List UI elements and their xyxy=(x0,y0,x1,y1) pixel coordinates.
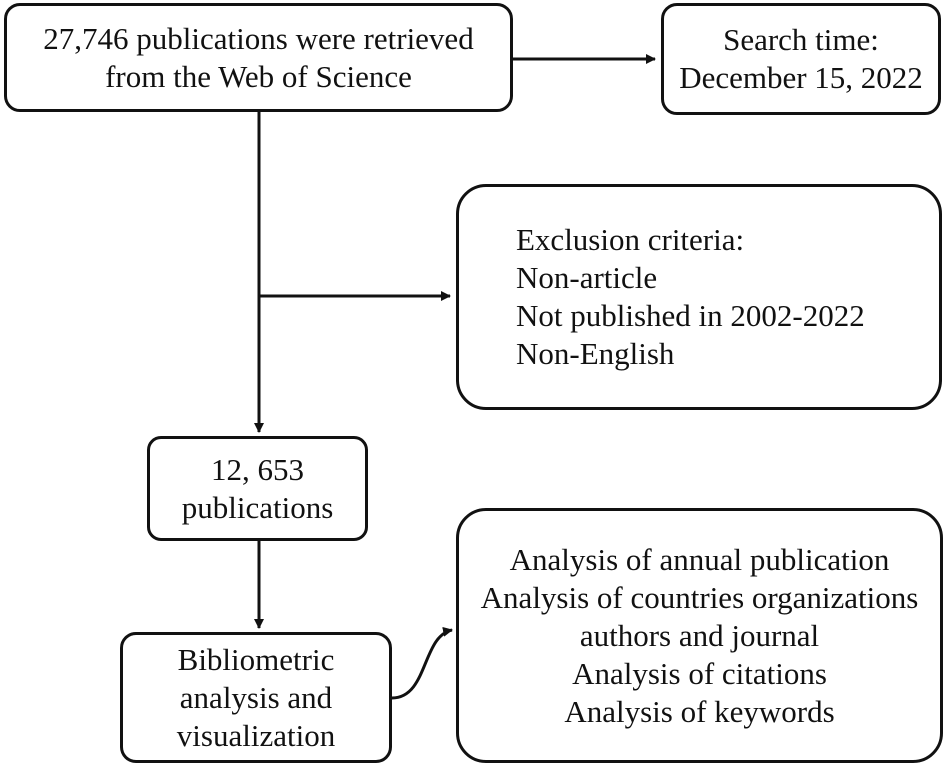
bibliometric-line-3: visualization xyxy=(176,717,336,753)
exclusion-heading: Exclusion criteria: xyxy=(516,222,745,257)
bibliometric-analysis-box: Bibliometric analysis and visualization xyxy=(120,632,392,763)
analysis-items-box: Analysis of annual publication Analysis … xyxy=(456,508,943,763)
retrieved-line-1: 27,746 publications were retrieved xyxy=(43,20,474,56)
search-time-label: Search time: xyxy=(723,22,879,57)
retrieved-publications-box: 27,746 publications were retrieved from … xyxy=(4,3,513,112)
included-count: 12, 653 xyxy=(211,451,304,487)
analysis-item: Analysis of citations xyxy=(572,655,827,691)
analysis-item: Analysis of keywords xyxy=(564,693,835,729)
exclusion-item: Non-English xyxy=(516,336,675,371)
retrieved-line-2: from the Web of Science xyxy=(105,58,412,94)
bibliometric-line-2: analysis and xyxy=(179,679,333,715)
analysis-item: Analysis of annual publication xyxy=(509,541,890,577)
included-count-label: publications xyxy=(181,489,334,525)
analysis-item: authors and journal xyxy=(579,617,820,653)
included-publications-box: 12, 653 publications xyxy=(147,436,368,541)
arrow-bibliometric-to-analysis xyxy=(391,626,453,700)
exclusion-item: Non-article xyxy=(516,260,658,295)
search-time-date: December 15, 2022 xyxy=(679,60,923,95)
search-time-box: Search time: December 15, 2022 xyxy=(661,3,941,115)
exclusion-criteria-box: Exclusion criteria: Non-article Not publ… xyxy=(456,184,942,410)
analysis-item: Analysis of countries organizations xyxy=(480,579,919,615)
bibliometric-line-1: Bibliometric xyxy=(177,641,335,677)
exclusion-item: Not published in 2002-2022 xyxy=(516,298,865,333)
